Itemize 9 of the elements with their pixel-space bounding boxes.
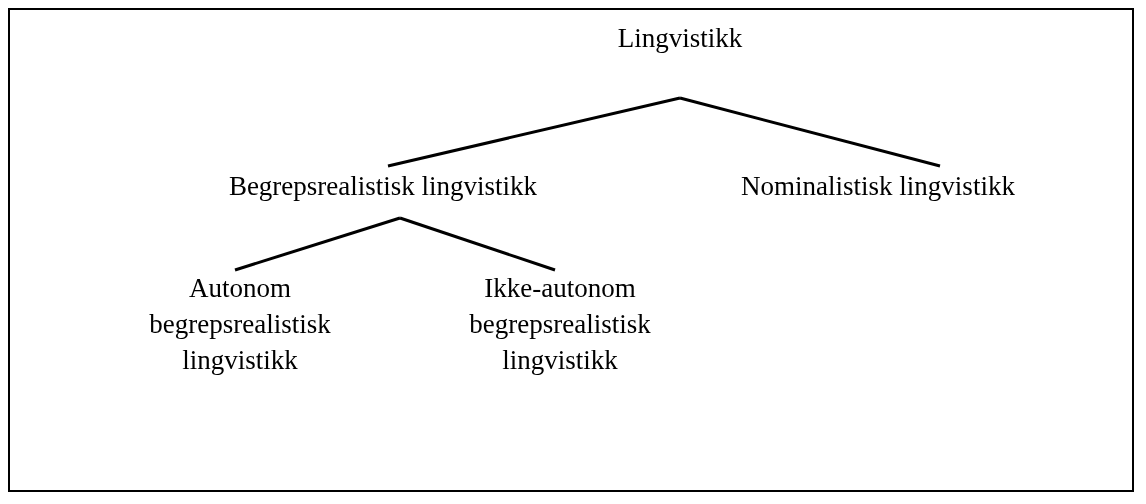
node-label: Lingvistikk (616, 22, 744, 55)
node-label: Autonom begrepsrealistisk lingvistikk (148, 272, 332, 377)
connector-line (399, 216, 556, 272)
node-label: Nominalistisk lingvistikk (740, 170, 1016, 203)
connector-line (679, 96, 941, 168)
connector-line (387, 96, 681, 168)
connector-line (234, 216, 401, 272)
node-label: Begrepsrealistisk lingvistikk (228, 170, 538, 203)
node-label: Ikke-autonom begrepsrealistisk lingvistikk (468, 272, 652, 377)
